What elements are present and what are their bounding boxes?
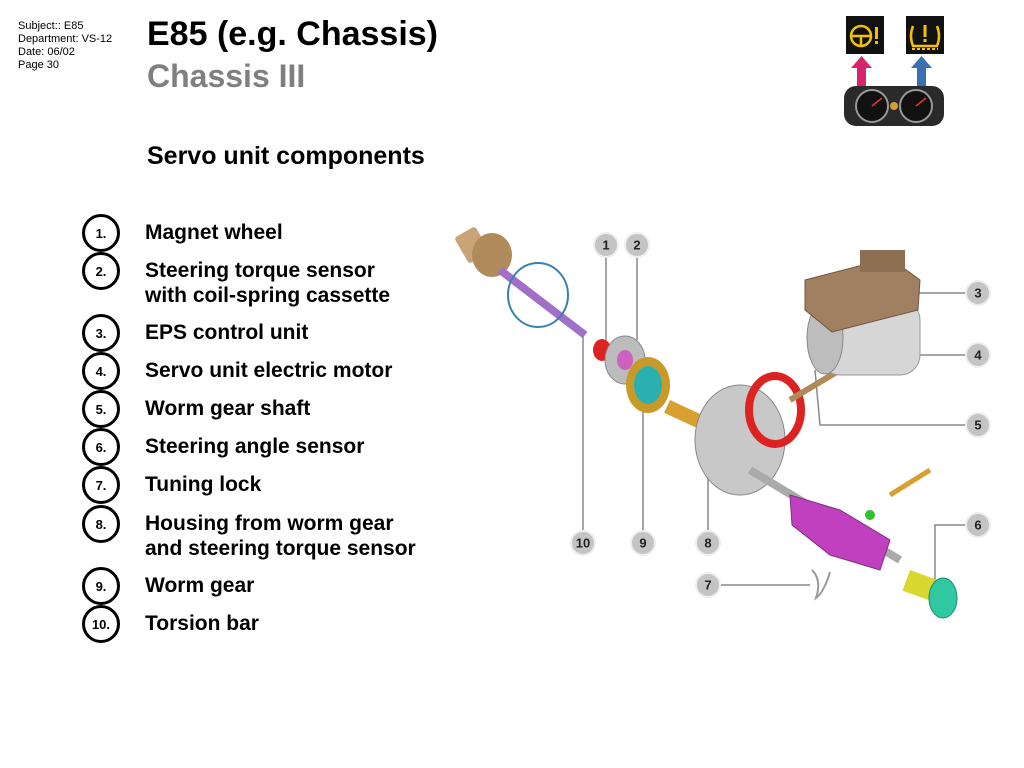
component-number-badge: 3. [82, 314, 120, 352]
callout-circle [965, 280, 991, 306]
component-label-line: Servo unit electric motor [145, 359, 393, 382]
callout-3: 3 [965, 280, 991, 306]
slide-title: E85 (e.g. Chassis) [147, 15, 439, 53]
worm-gear-part [626, 357, 707, 430]
callout-number: 1 [602, 238, 609, 253]
callout-circle [630, 530, 656, 556]
servo-unit-diagram: 1 2 3 4 5 6 7 8 9 10 [420, 210, 1000, 630]
callout-number: 8 [704, 536, 711, 551]
component-label-line: Steering angle sensor [145, 435, 365, 458]
callout-circle [965, 342, 991, 368]
instrument-cluster-icon [844, 86, 944, 126]
component-label: EPS control unit [145, 320, 308, 345]
callout-10: 10 [570, 530, 596, 556]
component-number-badge: 2. [82, 252, 120, 290]
component-number-badge: 8. [82, 505, 120, 543]
section-heading: Servo unit components [147, 142, 425, 170]
callout-9: 9 [630, 530, 656, 556]
component-number-badge: 5. [82, 390, 120, 428]
callout-number: 5 [974, 418, 981, 433]
component-label: Tuning lock [145, 472, 261, 497]
component-label-line: EPS control unit [145, 321, 309, 344]
callout-circle [695, 572, 721, 598]
component-label-line: Steering torque sensor [145, 259, 375, 282]
component-label: Magnet wheel [145, 220, 283, 245]
torsion-bar-shaft [455, 227, 588, 339]
component-number-badge: 4. [82, 352, 120, 390]
callout-7: 7 [695, 572, 721, 598]
steering-angle-sensor-housing [747, 466, 932, 571]
worm-gear-housing-part [694, 367, 842, 496]
date-text: Date: 06/02 [18, 46, 75, 58]
component-label-line: Worm gear [145, 574, 255, 597]
callout-number: 10 [576, 536, 590, 551]
callout-circle [965, 512, 991, 538]
subject-text: Subject:: E85 [18, 20, 84, 32]
callout-number: 3 [974, 286, 981, 301]
component-label: Steering angle sensor [145, 434, 364, 459]
callout-circle [965, 412, 991, 438]
dashboard-illustration [840, 14, 950, 139]
component-number-badge: 6. [82, 428, 120, 466]
callout-number: 9 [639, 536, 646, 551]
component-label-line: with coil-spring cassette [145, 284, 391, 307]
callout-number: 6 [974, 518, 981, 533]
callout-number: 7 [704, 578, 711, 593]
component-number-badge: 9. [82, 567, 120, 605]
component-label: Worm gear [145, 573, 254, 598]
callout-1: 1 [593, 232, 619, 258]
steering-angle-sensor-part [902, 570, 958, 619]
warning-lamps-graphic [844, 16, 944, 126]
callout-8: 8 [695, 530, 721, 556]
callout-number: 4 [974, 348, 982, 363]
callout-2: 2 [624, 232, 650, 258]
slide-subtitle: Chassis III [147, 58, 306, 94]
component-label-line: Tuning lock [145, 473, 262, 496]
callout-6: 6 [965, 512, 991, 538]
page-number: Page 30 [18, 59, 59, 71]
callout-circle [593, 232, 619, 258]
up-arrow-blue-icon [911, 56, 932, 88]
component-label: Torsion bar [145, 611, 259, 636]
component-label-line: and steering torque sensor [145, 537, 416, 560]
component-label-line: Torsion bar [145, 612, 259, 635]
callout-4: 4 [965, 342, 991, 368]
slide-metadata: Subject:: E85 Department: VS-12 Date: 06… [18, 20, 112, 72]
steering-warning-icon [846, 16, 884, 54]
component-label-line: Magnet wheel [145, 221, 283, 244]
component-label: Worm gear shaft [145, 396, 310, 421]
callout-circle [695, 530, 721, 556]
callout-5: 5 [965, 412, 991, 438]
tuning-lock-part [811, 569, 831, 601]
tire-pressure-warning-icon [906, 16, 944, 54]
component-number-badge: 7. [82, 466, 120, 504]
exploded-view-graphic: 1 2 3 4 5 6 7 8 9 10 [455, 227, 991, 619]
component-label: Servo unit electric motor [145, 358, 392, 383]
component-number-badge: 1. [82, 214, 120, 252]
component-label-line: Worm gear shaft [145, 397, 311, 420]
eps-control-unit-part [804, 250, 921, 333]
component-number-badge: 10. [82, 605, 120, 643]
callout-number: 2 [633, 238, 640, 253]
component-label-line: Housing from worm gear [145, 512, 394, 535]
callout-circle [570, 530, 596, 556]
up-arrow-pink-icon [851, 56, 872, 88]
callout-markers: 1 2 3 4 5 6 7 8 9 10 [570, 232, 991, 598]
callout-circle [624, 232, 650, 258]
department-text: Department: VS-12 [18, 33, 113, 45]
